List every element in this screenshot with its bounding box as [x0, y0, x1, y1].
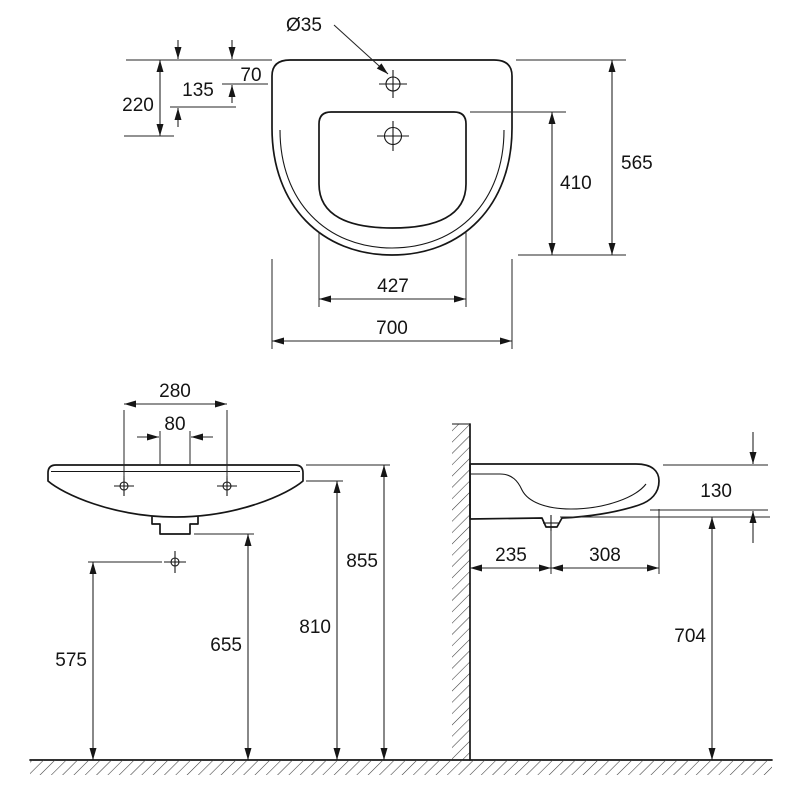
- dim-700-label: 700: [376, 318, 408, 339]
- drain-crosshair: [543, 515, 559, 531]
- fixing-hole-left-crosshair: [114, 476, 134, 496]
- dim-130-label: 130: [700, 481, 732, 502]
- front-view-dimension-lines: [89, 400, 388, 760]
- dim-810-label: 810: [299, 617, 331, 638]
- basin-side-outline: [469, 463, 660, 528]
- dim-280-label: 280: [159, 381, 191, 402]
- top-view: Ø35 70 135 220 5: [122, 15, 653, 349]
- dim-655-label: 655: [210, 635, 242, 656]
- wall-hatching: [452, 424, 470, 760]
- dim-308-label: 308: [589, 545, 621, 566]
- overflow-hole-crosshair: [377, 121, 409, 151]
- floor: [29, 759, 773, 775]
- trap-outlet-crosshair: [164, 551, 186, 573]
- basin-bowl-outline: [318, 111, 467, 229]
- basin-side-inner-profile: [470, 473, 647, 510]
- tap-hole-crosshair: [379, 70, 407, 98]
- dim-855-label: 855: [346, 551, 378, 572]
- waste-bracket-outline: [151, 516, 199, 535]
- fixing-hole-right-crosshair: [217, 476, 237, 496]
- side-view-dimension-lines: [470, 432, 757, 760]
- side-view: 130 235 308 704: [452, 423, 770, 761]
- dim-565-label: 565: [621, 153, 653, 174]
- top-view-dimension-lines: [156, 40, 616, 345]
- dim-410-label: 410: [560, 173, 592, 194]
- dim-70-label: 70: [240, 65, 261, 86]
- basin-front-outline: [47, 464, 304, 518]
- side-view-extension-lines: [550, 464, 770, 574]
- basin-outer-outline: [271, 59, 513, 256]
- dim-220-label: 220: [122, 95, 154, 116]
- dim-135-label: 135: [182, 80, 214, 101]
- dim-575-label: 575: [55, 650, 87, 671]
- tap-hole-diameter-label: Ø35: [286, 15, 322, 36]
- dim-235-label: 235: [495, 545, 527, 566]
- top-view-extension-lines: [124, 59, 626, 349]
- front-view-extension-lines: [88, 410, 390, 563]
- floor-hatching: [30, 760, 772, 775]
- dim-704-label: 704: [674, 626, 706, 647]
- dim-427-label: 427: [377, 276, 409, 297]
- tap-hole-leader-line: [333, 24, 389, 75]
- front-view: 280 80 575 655 810 855: [47, 381, 390, 760]
- dim-80-label: 80: [164, 414, 185, 435]
- basin-rim-inner-line: [279, 129, 505, 249]
